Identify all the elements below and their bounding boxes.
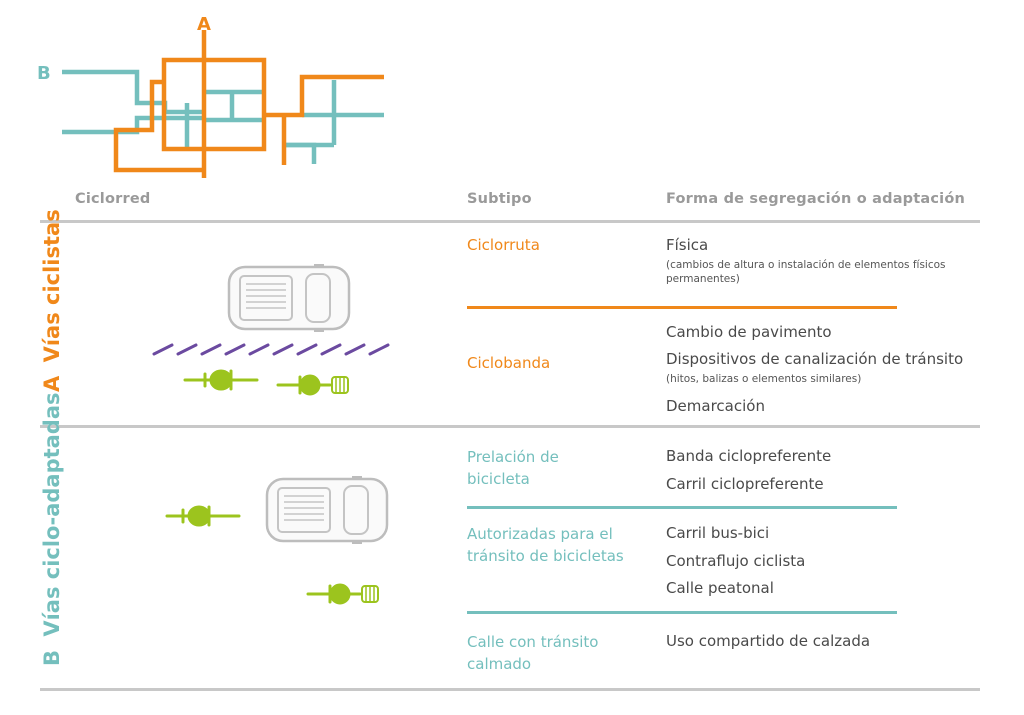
forma-carril-bus-bici: Carril bus-bici (666, 524, 770, 542)
subtipo-transito-calmado: Calle con tránsito calmado (467, 633, 599, 673)
forma-banda-ciclopreferente: Banda ciclopreferente (666, 447, 832, 465)
subtipo-ciclobanda: Ciclobanda (467, 354, 551, 372)
car-illustration-b (265, 476, 389, 544)
section-b-title: Vías ciclo-adaptadas (40, 392, 64, 637)
network-diagram: A B (37, 14, 384, 178)
section-a-title: Vías ciclistas (40, 209, 64, 363)
section-b-letter: B (40, 649, 64, 666)
divider-bottom (40, 688, 980, 691)
divider-a-rows (467, 306, 897, 309)
bicycle-with-basket-icon (306, 583, 379, 605)
header-ciclorred: Ciclorred (75, 191, 151, 207)
bicycle-icon (183, 369, 259, 391)
network-a-lines (113, 30, 384, 178)
network-label-a: A (197, 14, 211, 35)
forma-fisica-note: (cambios de altura o instalación de elem… (666, 259, 946, 285)
section-a-label: A Vías ciclistas (40, 209, 64, 392)
forma-carril-ciclopreferente: Carril ciclopreferente (666, 475, 824, 493)
subtipo-prelacion: Prelación de bicicleta (467, 448, 559, 488)
lane-markings (152, 343, 390, 356)
divider-b-row2 (467, 611, 897, 614)
car-illustration-a (227, 264, 351, 332)
subtipo-autorizadas: Autorizadas para el tránsito de biciclet… (467, 525, 624, 565)
divider-b-row1 (467, 506, 897, 509)
subtipo-ciclorruta: Ciclorruta (467, 236, 540, 254)
forma-demarcacion: Demarcación (666, 397, 765, 415)
bicycle-icon (165, 505, 241, 527)
section-a-letter: A (40, 375, 64, 392)
section-b-label: B Vías ciclo-adaptadas (40, 392, 64, 666)
header-forma: Forma de segregación o adaptación (666, 191, 966, 207)
forma-uso-compartido: Uso compartido de calzada (666, 632, 871, 650)
forma-dispositivos: Dispositivos de canalización de tránsito (666, 350, 964, 368)
divider-middle (40, 425, 980, 428)
header-subtipo: Subtipo (467, 191, 532, 207)
forma-calle-peatonal: Calle peatonal (666, 579, 774, 597)
bicycle-with-basket-icon (276, 374, 349, 396)
divider-top (40, 220, 980, 223)
forma-contraflujo: Contraflujo ciclista (666, 552, 806, 570)
network-label-b: B (37, 63, 51, 84)
forma-fisica: Física (666, 236, 709, 254)
forma-cambio-pavimento: Cambio de pavimento (666, 323, 832, 341)
forma-dispositivos-note: (hitos, balizas o elementos similares) (666, 373, 862, 385)
